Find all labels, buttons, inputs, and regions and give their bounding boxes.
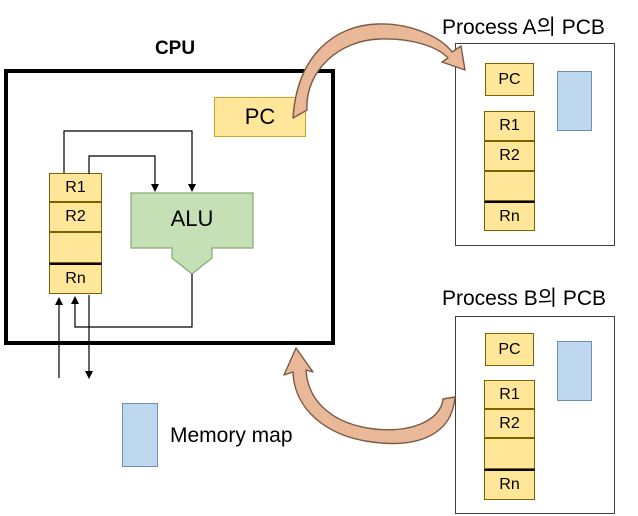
alu-label: ALU [170, 206, 214, 231]
pcb-a-register-rn: Rn [484, 201, 535, 231]
cpu-pc-register: PC [214, 97, 306, 137]
path-r1-to-alu [63, 130, 196, 192]
cpu-register-r1: R1 [49, 173, 102, 202]
cpu-register-empty [49, 232, 102, 263]
pcb-a-memory-map [557, 71, 592, 131]
alu-shape [130, 192, 254, 275]
pcb-a-register-r1: R1 [484, 111, 535, 141]
pcb-b-title: Process B의 PCB [442, 287, 607, 310]
path-alu-feedback [71, 274, 193, 328]
cpu-register-rn: Rn [49, 263, 102, 294]
pcb-a-register-r2: R2 [484, 141, 535, 171]
memory-map-legend-swatch [122, 403, 158, 467]
save-to-pcb-a-arrow [292, 23, 466, 119]
pcb-b-register-r2: R2 [484, 409, 535, 438]
restore-from-pcb-b-arrow [283, 347, 456, 445]
pcb-a-register-empty [484, 171, 535, 201]
pcb-b-memory-map [557, 341, 592, 401]
pcb-a-title: Process A의 PCB [442, 16, 605, 39]
cpu-register-r2: R2 [49, 202, 102, 232]
pcb-b-pc: PC [485, 333, 534, 366]
cpu-box [4, 69, 335, 345]
memory-map-legend-label: Memory map [170, 424, 293, 447]
path-r2-to-alu [88, 155, 159, 192]
pcb-b-register-r1: R1 [484, 380, 535, 409]
pcb-b-register-empty [484, 438, 535, 469]
cpu-title: CPU [154, 38, 196, 59]
pcb-b-register-rn: Rn [484, 469, 535, 500]
pcb-a-pc: PC [485, 63, 534, 96]
